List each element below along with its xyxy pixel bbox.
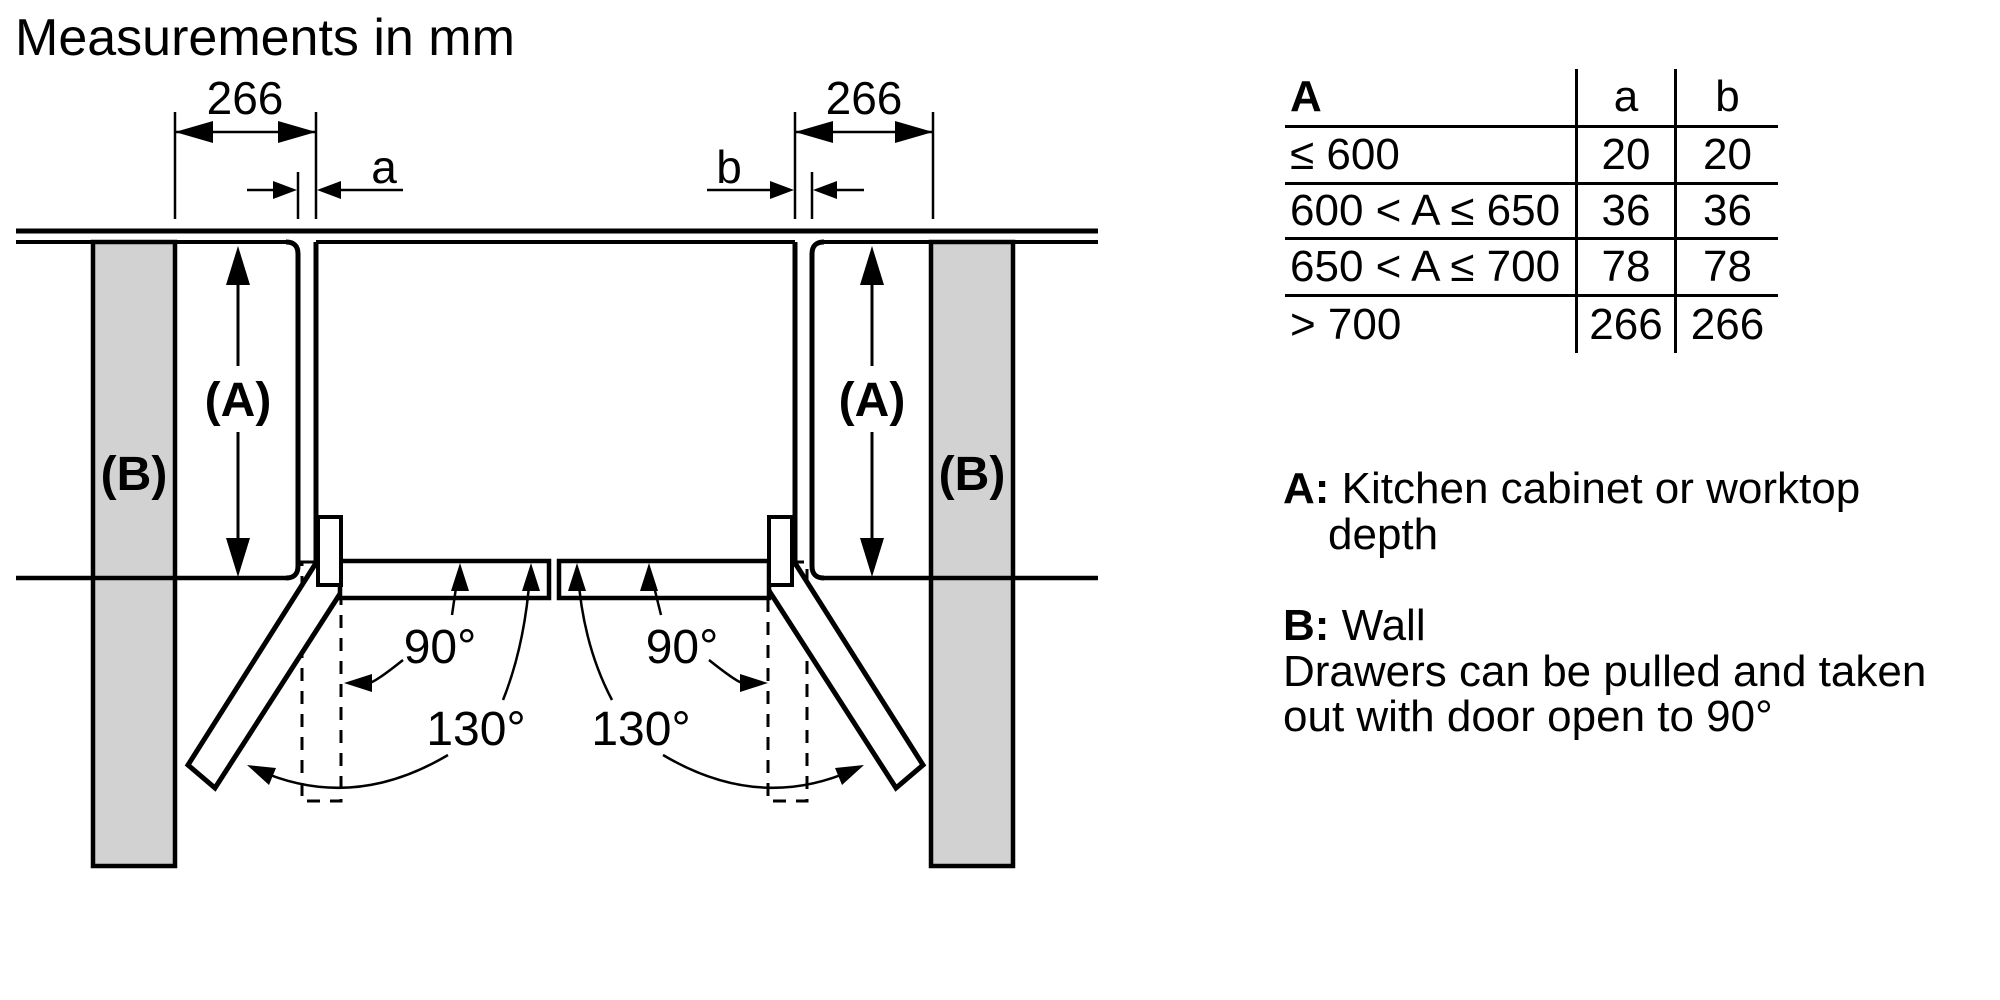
left-door-130 — [184, 559, 349, 792]
table-row-b: 266 — [1690, 300, 1765, 349]
table-header-a: a — [1578, 69, 1677, 128]
left-door-closed — [337, 558, 552, 601]
dim-266-left-value: 266 — [207, 72, 284, 124]
table-header-depth: A — [1285, 69, 1578, 128]
legend-key-a: A: — [1283, 464, 1330, 513]
left-wall — [90, 239, 178, 869]
dim-a — [247, 181, 403, 199]
table-row-range: 650 < A ≤ 700 — [1285, 240, 1578, 297]
table-row-b: 36 — [1677, 185, 1778, 240]
legend-item-a: A: Kitchen cabinet or worktop depth — [1283, 466, 1926, 557]
dim-266-left — [173, 112, 318, 219]
legend-key-b: B: — [1283, 601, 1330, 650]
table-row-a: 36 — [1578, 185, 1677, 240]
table-row-b: 20 — [1677, 128, 1778, 185]
left-hinge — [316, 515, 343, 587]
left-cabinet-edge — [285, 239, 301, 581]
table-row-range: ≤ 600 — [1285, 128, 1578, 185]
angle-90-label-left: 90° — [404, 621, 477, 674]
angle-90-label-right: 90° — [646, 621, 719, 674]
right-door-130 — [762, 559, 927, 792]
legend-note-line1: Drawers can be pulled and taken — [1283, 646, 1927, 696]
clearance-table: A a b ≤ 600 20 20 600 < A ≤ 650 36 36 65… — [1285, 69, 1778, 353]
wall-label-left: (B) — [101, 448, 168, 501]
dim-266-right — [793, 112, 935, 219]
table-row-range: 600 < A ≤ 650 — [1285, 185, 1578, 240]
fridge-body — [313, 242, 798, 561]
dim-a-label: a — [371, 141, 397, 193]
dim-b — [707, 181, 864, 199]
cabinet-depth-label-left: (A) — [205, 374, 272, 427]
page-title: Measurements in mm — [15, 9, 515, 67]
angle-callout-arrows-to-doors — [450, 563, 663, 701]
right-door-closed — [556, 558, 772, 601]
angle-130-label-right: 130° — [591, 703, 690, 756]
table-row-range: > 700 — [1285, 297, 1578, 353]
table-row-b: 78 — [1677, 240, 1778, 297]
wall-label-right: (B) — [939, 448, 1006, 501]
angle-90-arrows — [344, 659, 768, 692]
table-row-a: 266 — [1578, 297, 1677, 353]
legend-text-a-line1: Kitchen cabinet or worktop — [1341, 464, 1861, 513]
dim-266-right-value: 266 — [826, 72, 903, 124]
legend-item-b: B: Wall Drawers can be pulled and taken … — [1283, 603, 1926, 740]
angle-130-arcs — [247, 753, 864, 790]
table-row-a: 78 — [1578, 240, 1677, 297]
legend-note-line2: out with door open to 90° — [1283, 692, 1773, 741]
cabinet-depth-label-right: (A) — [839, 374, 906, 427]
right-hinge — [767, 515, 794, 587]
table-header-b: b — [1677, 69, 1778, 128]
right-wall — [928, 239, 1016, 869]
legend-text-b: Wall — [1341, 601, 1426, 650]
legend-text-a-line2: depth — [1328, 509, 1439, 559]
right-cabinet-edge — [809, 239, 825, 581]
installation-diagram: 266 a 266 b (A) — [16, 72, 1098, 869]
angle-130-label-left: 130° — [426, 703, 525, 756]
depth-arrow-right — [860, 246, 884, 577]
depth-arrow-left — [226, 246, 250, 577]
dim-b-label: b — [716, 141, 742, 193]
legend: A: Kitchen cabinet or worktop depth B: W… — [1283, 466, 1926, 740]
table-row-a: 20 — [1578, 128, 1677, 185]
